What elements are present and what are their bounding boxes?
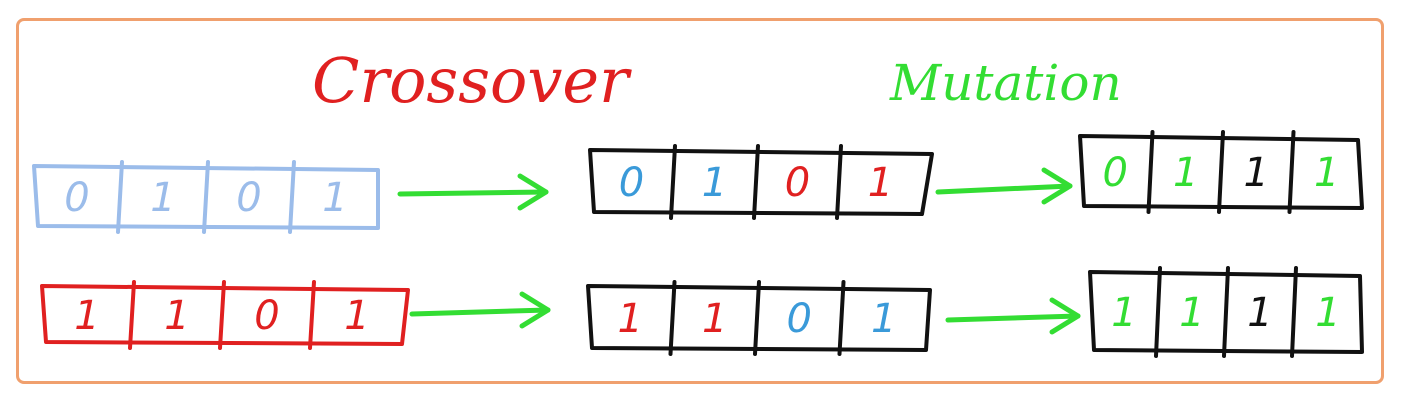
parent-chromosome-2-outline [40, 284, 410, 346]
parent-chromosome-1-gene: 0 [236, 175, 261, 221]
parent-chromosome-1-divider [288, 160, 296, 234]
mutated-chromosome-2-divider [1222, 266, 1230, 358]
offspring-chromosome-1-divider [752, 144, 760, 220]
mutated-chromosome-2-outline [1088, 270, 1364, 354]
parent-chromosome-1-gene: 1 [150, 175, 175, 221]
offspring-chromosome-1-gene: 0 [619, 160, 644, 206]
mutation-arrow-1 [935, 167, 1073, 205]
offspring-chromosome-1-gene: 0 [785, 160, 810, 206]
mutated-chromosome-2-gene: 1 [1111, 290, 1136, 336]
offspring-chromosome-2-divider [668, 280, 677, 356]
mutated-chromosome-1-gene: 1 [1244, 150, 1269, 196]
parent-chromosome-1-gene: 0 [64, 175, 89, 221]
offspring-chromosome-1-divider [669, 144, 677, 220]
offspring-chromosome-2-gene: 0 [787, 296, 812, 342]
mutated-chromosome-1-gene: 0 [1103, 150, 1128, 196]
parent-chromosome-2-gene: 1 [164, 293, 189, 339]
parent-chromosome-1-divider [202, 160, 210, 234]
parent-chromosome-1-divider [116, 160, 124, 234]
offspring-chromosome-1-gene: 1 [868, 160, 893, 206]
parent-chromosome-2: 1 1 0 1 [40, 280, 410, 350]
offspring-chromosome-1-outline [588, 148, 934, 216]
offspring-chromosome-1: 0 1 0 1 [588, 144, 934, 220]
parent-chromosome-2-gene: 0 [254, 293, 279, 339]
mutated-chromosome-1-outline [1078, 134, 1364, 210]
mutation-arrow-2 [945, 297, 1081, 335]
crossover-title: Crossover [312, 44, 632, 117]
mutation-title: Mutation [889, 54, 1122, 112]
mutated-chromosome-2-gene: 1 [1247, 290, 1272, 336]
parent-chromosome-2-divider [128, 280, 136, 350]
crossover-arrow-1 [397, 173, 549, 211]
mutated-chromosome-1-gene: 1 [1173, 150, 1198, 196]
parent-chromosome-2-gene: 1 [344, 293, 369, 339]
parent-chromosome-1: 0 1 0 1 [32, 160, 380, 234]
parent-chromosome-2-gene: 1 [74, 293, 99, 339]
mutated-chromosome-1-divider [1217, 130, 1225, 214]
arrows-layer [397, 167, 1081, 335]
parent-chromosome-2-divider [218, 280, 226, 350]
offspring-chromosome-2-divider [753, 280, 761, 356]
offspring-chromosome-2-outline [586, 284, 932, 352]
mutated-chromosome-2-divider [1290, 266, 1298, 358]
offspring-chromosome-2-gene: 1 [618, 296, 643, 342]
offspring-chromosome-2: 1 1 0 1 [586, 280, 932, 356]
parent-chromosome-2-divider [308, 280, 316, 350]
offspring-chromosome-2-divider [837, 280, 846, 356]
mutated-chromosome-1-divider [1287, 130, 1296, 214]
parent-chromosome-1-gene: 1 [322, 175, 347, 221]
mutated-chromosome-1-divider [1146, 130, 1155, 214]
offspring-chromosome-1-gene: 1 [702, 160, 727, 206]
mutated-chromosome-2-gene: 1 [1179, 290, 1204, 336]
mutated-chromosome-2-divider [1154, 266, 1162, 358]
offspring-chromosome-2-gene: 1 [702, 296, 727, 342]
mutated-chromosome-1-gene: 1 [1314, 150, 1339, 196]
parent-chromosome-1-outline [32, 164, 380, 230]
offspring-chromosome-1-divider [835, 144, 843, 220]
mutated-chromosome-2-gene: 1 [1315, 290, 1340, 336]
crossover-arrow-2 [409, 291, 551, 329]
offspring-chromosome-2-gene: 1 [871, 296, 896, 342]
